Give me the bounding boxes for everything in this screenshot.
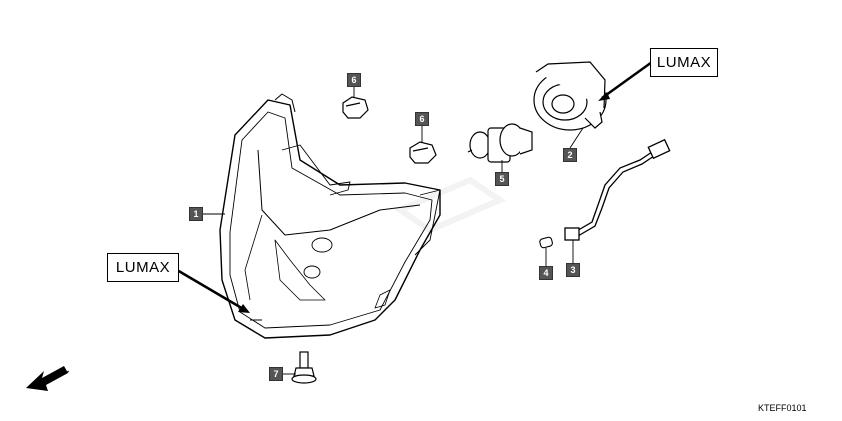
leader-lines (203, 87, 584, 375)
brand-label-top: LUMAX (650, 48, 718, 77)
brand-pointer-left (176, 268, 250, 313)
headlight-unit-drawing (219, 93, 441, 339)
diagram-code: KTEFF0101 (758, 403, 807, 413)
callout-6-lower: 6 (415, 112, 429, 126)
brand-label-left: LUMAX (107, 253, 179, 282)
callout-1: 1 (189, 207, 203, 221)
watermark-logo (393, 176, 507, 234)
rubber-cap-lower-drawing (409, 141, 437, 164)
front-direction-arrow (26, 366, 68, 391)
socket-housing-drawing (533, 61, 607, 131)
brand-pointer-top (598, 60, 653, 101)
callout-4: 4 (539, 266, 553, 280)
mounting-bolt-drawing (291, 351, 317, 384)
wiring-harness-drawing (564, 138, 671, 241)
callout-2: 2 (563, 148, 577, 162)
rubber-cap-upper-drawing (342, 96, 369, 119)
headlight-bulb-drawing (467, 123, 533, 163)
callout-7: 7 (269, 367, 283, 381)
callout-5: 5 (495, 172, 509, 186)
position-bulb-drawing (539, 236, 553, 249)
callout-3: 3 (566, 263, 580, 277)
callout-6-upper: 6 (347, 73, 361, 87)
